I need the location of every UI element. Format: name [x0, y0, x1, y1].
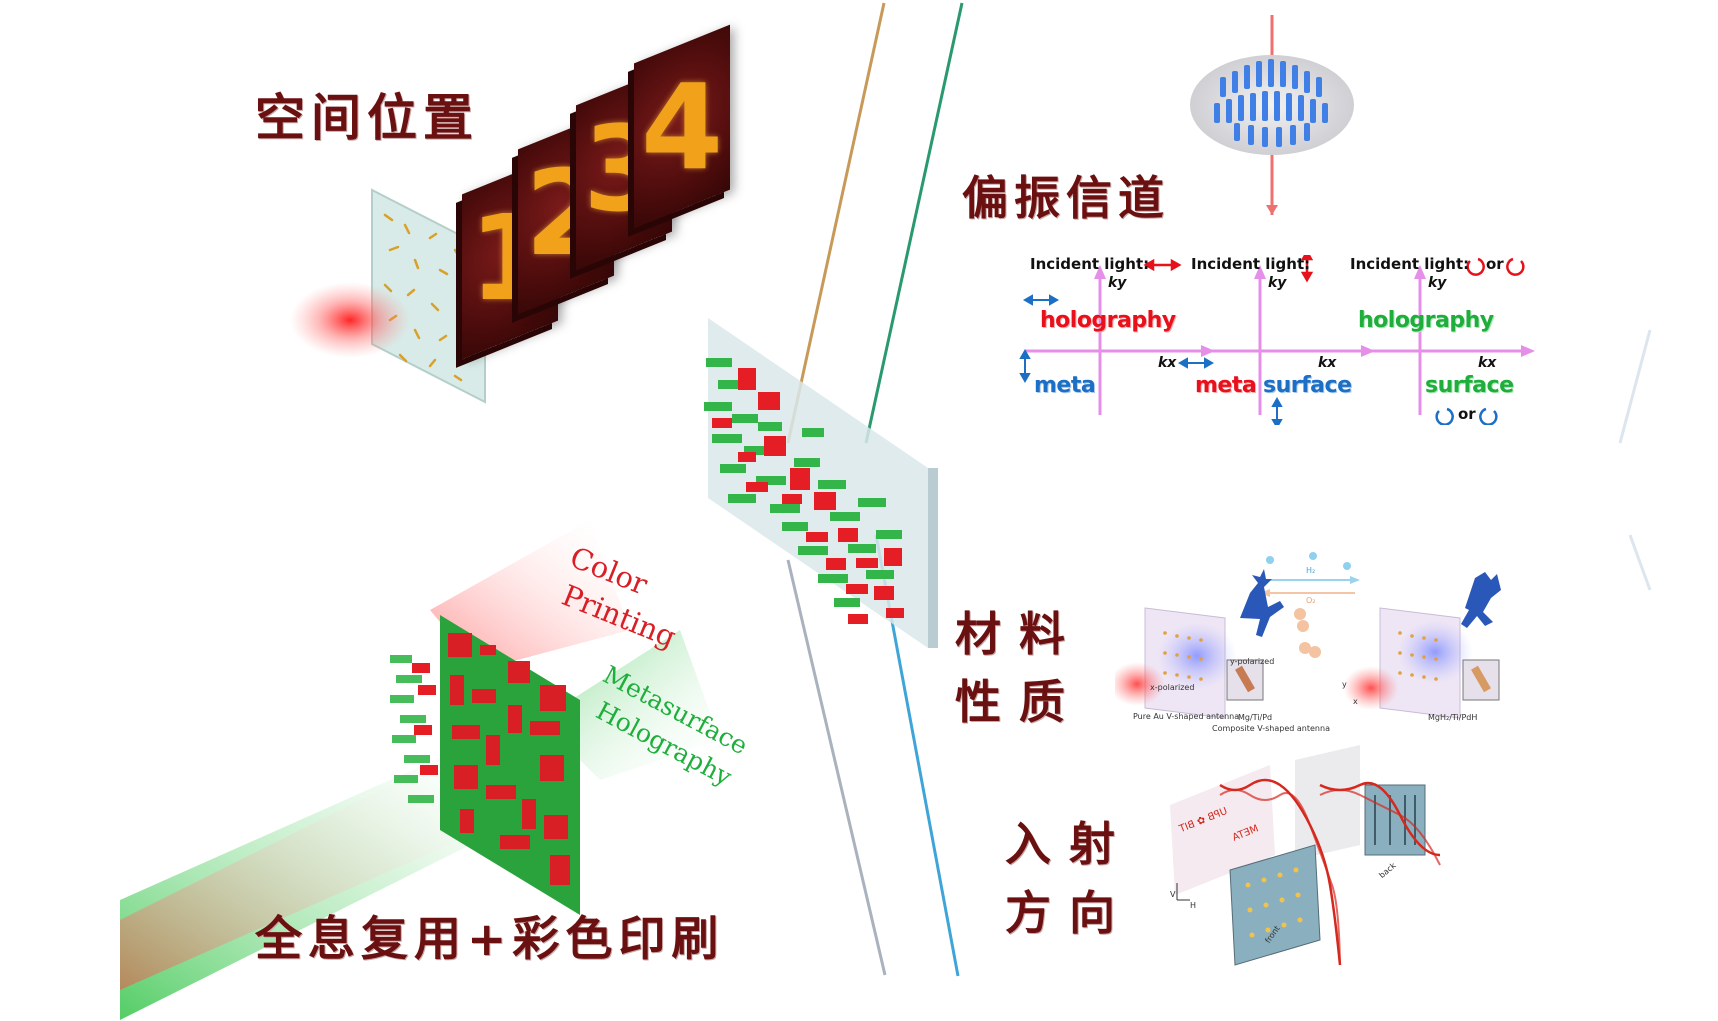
incident-light-label-2: Incident light: [1191, 255, 1311, 273]
frame-tl-diagonal [786, 2, 886, 444]
frame-tr-right [1618, 329, 1652, 444]
material-diagram [1115, 552, 1501, 719]
or-label-bottom: or [1458, 405, 1476, 423]
polarization-disk [1190, 15, 1354, 215]
number-4: 4 [640, 57, 724, 196]
incidence-direction-title-1: 入射 [1005, 817, 1133, 871]
spatial-position-title: 空间位置 [255, 88, 479, 147]
x-polarized-label: x-polarized [1150, 683, 1195, 692]
axis-x-label: x [1353, 697, 1358, 706]
h2-label: H₂ [1306, 566, 1316, 575]
ky-label-2: ky [1268, 275, 1287, 291]
kx-label-3: kx [1478, 355, 1497, 371]
hologram-beams [120, 520, 720, 1020]
frame-br-right [1628, 534, 1652, 591]
mg-ti-pd-label: Mg/Ti/Pd [1238, 713, 1273, 722]
holography-word-red: holography [1040, 308, 1176, 333]
incidence-diagram [1170, 745, 1441, 966]
ky-label-3: ky [1428, 275, 1447, 291]
spatial-metasurface [290, 188, 486, 404]
y-polarized-label: y-polarized [1230, 657, 1275, 666]
or-label-top: or [1486, 255, 1504, 273]
axis-y-label: y [1342, 680, 1347, 689]
frame-bl-diagonal [786, 559, 887, 976]
incident-light-label-3: Incident light: [1350, 255, 1470, 273]
polarization-axes [1019, 255, 1535, 425]
composite-label: Composite V-shaped antenna [1212, 724, 1330, 733]
kx-label-1: kx [1158, 355, 1177, 371]
kx-label-2: kx [1318, 355, 1337, 371]
meta-word-red: meta [1195, 373, 1257, 398]
axis-h-label: H [1190, 901, 1197, 910]
qr-metasurface [390, 615, 580, 915]
polarization-channel-title: 偏振信道 [962, 171, 1170, 225]
center-metasurface [704, 318, 938, 648]
o2-label: O₂ [1306, 596, 1316, 605]
holography-word-green: holography [1358, 308, 1494, 333]
mgh2-label: MgH₂/Ti/PdH [1428, 713, 1478, 722]
material-property-title-2: 性质 [955, 675, 1083, 729]
surface-word-green: surface [1425, 373, 1514, 398]
frame-tr-diagonal [864, 2, 964, 444]
pure-au-label: Pure Au V-shaped antenna [1133, 712, 1240, 721]
surface-word-blue: surface [1263, 373, 1352, 398]
incidence-direction-title-2: 方向 [1005, 886, 1133, 940]
axis-v-label: V [1170, 890, 1176, 899]
meta-word-blue: meta [1034, 373, 1096, 398]
multiplexing-printing-title: 全息复用+彩色印刷 [255, 912, 725, 967]
incident-light-label-1: Incident light: [1030, 255, 1150, 273]
material-property-title-1: 材料 [955, 607, 1083, 661]
ky-label-1: ky [1108, 275, 1127, 291]
